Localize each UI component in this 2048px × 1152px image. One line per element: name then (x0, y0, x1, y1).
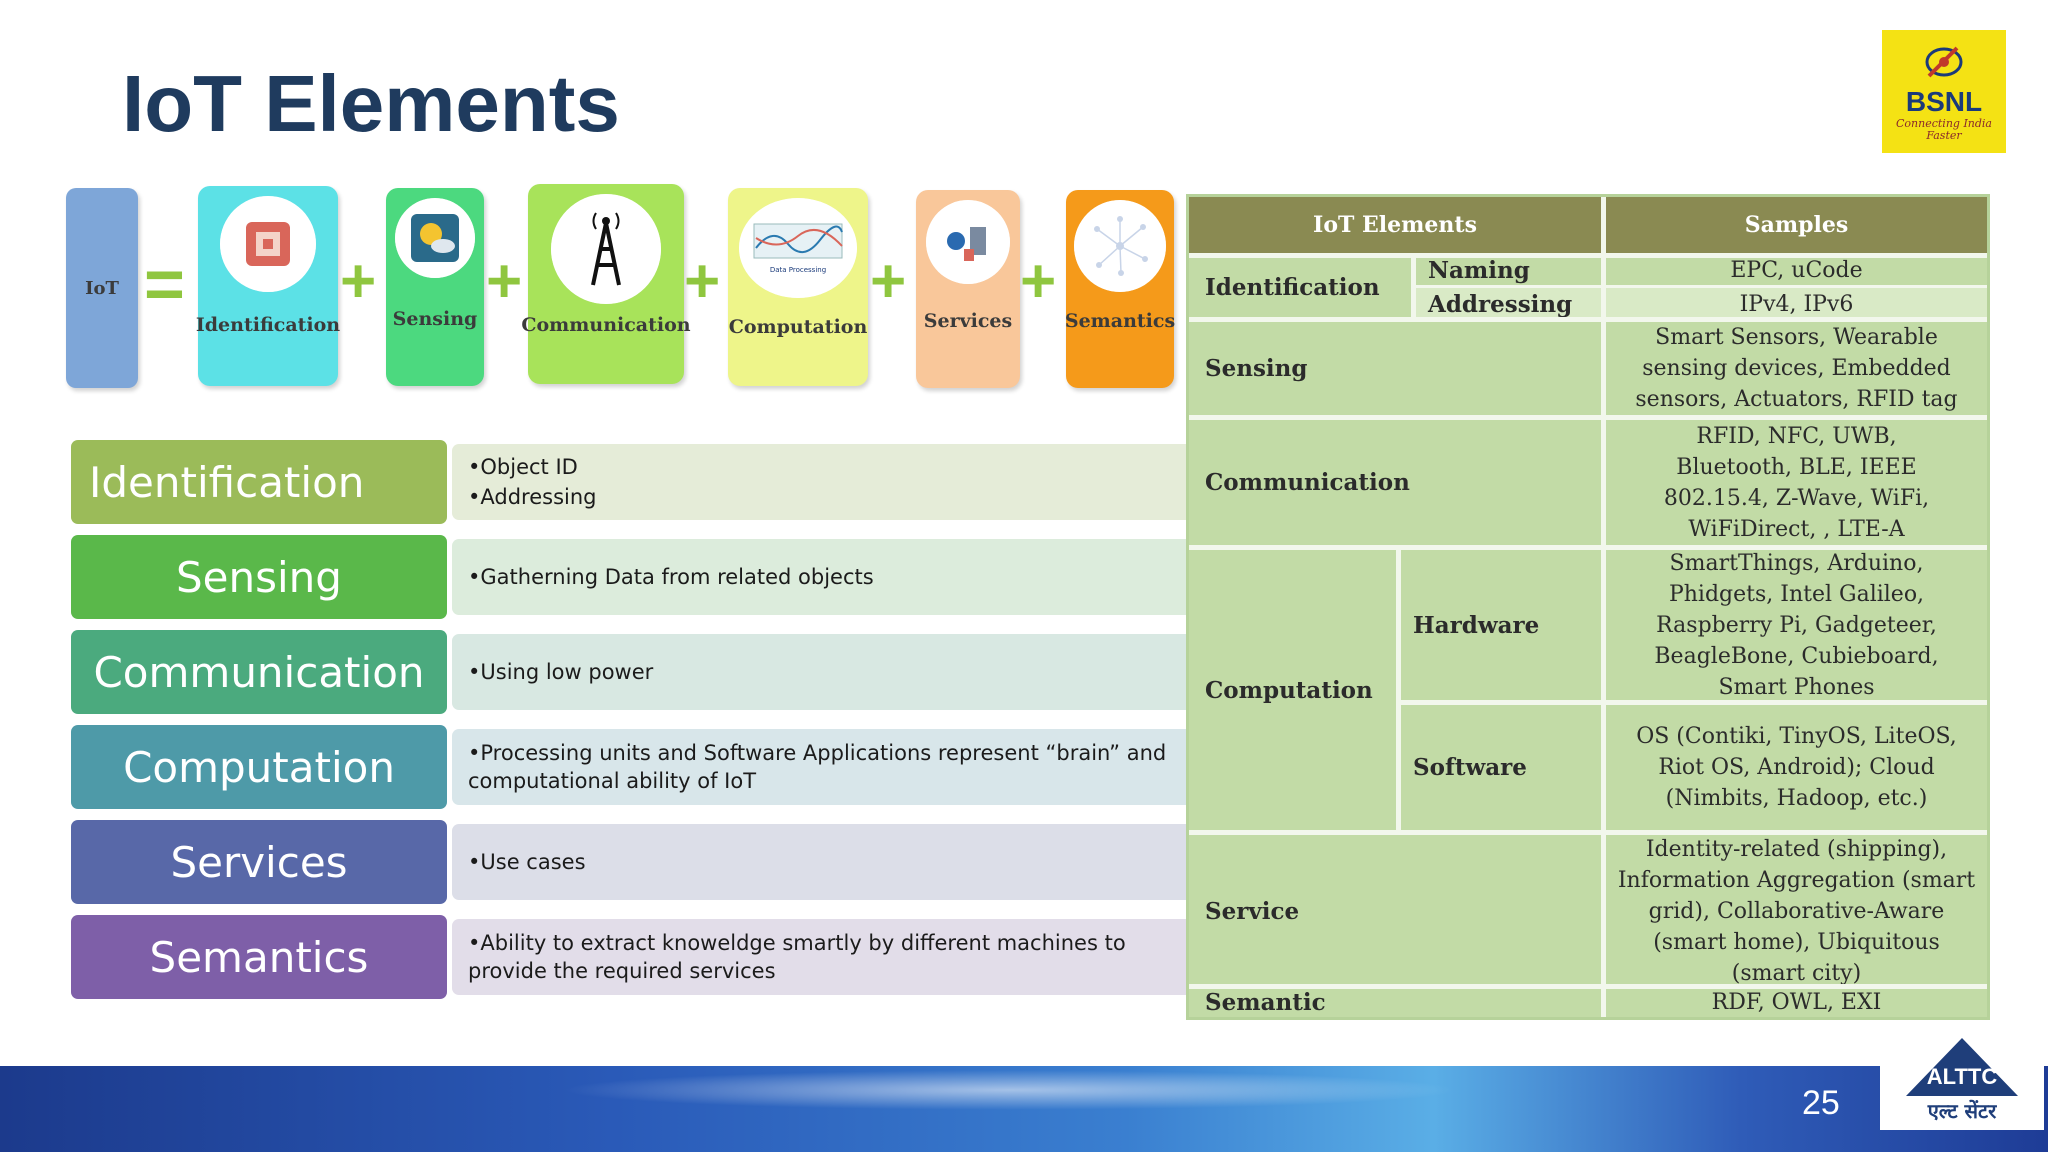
alttc-logo-hindi: एल्ट सेंटर (1927, 1099, 1997, 1123)
eq-services: Services (916, 190, 1020, 388)
iot-equation: IoT = Identification + Sensing + Communi… (66, 184, 1176, 390)
element-row-identification: Identification •Object ID •Addressing (71, 440, 1200, 524)
sub-naming: Naming (1428, 256, 1530, 284)
addressing-samples: IPv4, IPv6 (1606, 287, 1987, 321)
iot-box: IoT (66, 188, 138, 388)
element-name: Communication (71, 630, 447, 714)
element-description: •Object ID •Addressing (452, 444, 1200, 520)
row-identification: Identification (1205, 273, 1380, 301)
satellite-icon (1925, 46, 1963, 77)
table-header-samples: Samples (1606, 197, 1987, 253)
data-processing-icon: Data Processing (739, 198, 857, 298)
element-row-communication: Communication •Using low power (71, 630, 1200, 714)
naming-samples: EPC, uCode (1730, 257, 1863, 283)
table-divider (1189, 984, 1987, 989)
element-row-sensing: Sensing •Gatherning Data from related ob… (71, 535, 1200, 619)
bullet-item: •Gatherning Data from related objects (468, 565, 874, 589)
row-communication: Communication (1205, 469, 1410, 496)
sub-software: Software (1413, 754, 1527, 781)
bullet-item: •Addressing (468, 485, 597, 509)
plus-sign: + (1020, 247, 1057, 316)
table-divider (1396, 700, 1987, 705)
computation-icon-text: Data Processing (770, 266, 826, 274)
eq-identification-label: Identification (195, 314, 341, 336)
row-service: Service (1205, 897, 1300, 925)
weather-sensor-icon (395, 198, 475, 278)
element-name: Semantics (71, 915, 447, 999)
bsnl-logo: BSNL Connecting India Faster (1882, 30, 2006, 153)
element-row-semantics: Semantics •Ability to extract knoweldge … (71, 915, 1200, 999)
semantic-samples: RDF, OWL, EXI (1711, 989, 1882, 1015)
table-divider (1189, 545, 1987, 550)
element-name: Sensing (71, 535, 447, 619)
row-sensing: Sensing (1205, 354, 1308, 382)
element-description: •Ability to extract knoweldge smartly by… (452, 919, 1200, 995)
plus-sign: + (340, 247, 377, 316)
sensing-samples: Smart Sensors, Wearable sensing devices,… (1635, 324, 1958, 412)
iot-elements-table: IoT Elements Samples Identification Nami… (1186, 194, 1990, 1020)
software-samples: OS (Contiki, TinyOS, LiteOS, Riot OS, An… (1636, 724, 1957, 811)
element-description: •Using low power (452, 634, 1200, 710)
bsnl-tagline: Connecting India Faster (1896, 116, 1992, 142)
services-devices-icon (926, 200, 1010, 284)
bsnl-logo-text: BSNL (1905, 85, 1983, 117)
eq-semantics-label: Semantics (1064, 310, 1176, 332)
plus-sign: + (684, 247, 721, 316)
element-description: •Use cases (452, 824, 1200, 900)
eq-communication: Communication (521, 184, 691, 384)
bullet-item: •Use cases (468, 850, 586, 874)
element-name: Computation (71, 725, 447, 809)
alttc-triangle-icon (1906, 1038, 2018, 1096)
row-computation: Computation (1205, 676, 1373, 704)
plus-sign: + (486, 247, 523, 316)
communication-samples: RFID, NFC, UWB, Bluetooth, BLE, IEEE 802… (1663, 423, 1930, 542)
bullet-item: •Processing units and Software Applicati… (468, 741, 1167, 793)
table-divider (1396, 550, 1401, 830)
eq-computation: Data Processing Computation (728, 188, 868, 386)
row-semantic: Semantic (1205, 988, 1326, 1016)
equals-sign: = (144, 245, 185, 323)
table-divider (1189, 253, 1987, 258)
iot-box-label: IoT (85, 277, 119, 299)
bullet-item: •Object ID (468, 455, 578, 479)
service-samples: Identity-related (shipping), Information… (1617, 836, 1976, 986)
element-row-computation: Computation •Processing units and Softwa… (71, 725, 1200, 809)
table-divider (1189, 830, 1987, 835)
plus-sign: + (870, 247, 907, 316)
table-divider (1601, 197, 1606, 1017)
sub-addressing: Addressing (1416, 287, 1601, 321)
element-name: Services (71, 820, 447, 904)
element-description: •Processing units and Software Applicati… (452, 729, 1200, 805)
eq-semantics: Semantics (1064, 190, 1176, 388)
eq-sensing: Sensing (386, 188, 484, 386)
alttc-logo: ALTTC एल्ट सेंटर (1880, 1034, 2044, 1130)
element-description: •Gatherning Data from related objects (452, 539, 1200, 615)
bullet-item: •Ability to extract knoweldge smartly by… (468, 931, 1126, 983)
eq-sensing-label: Sensing (392, 308, 478, 330)
page-number: 25 (1802, 1084, 1840, 1122)
table-header-elements: IoT Elements (1189, 197, 1601, 253)
eq-identification: Identification (195, 186, 341, 386)
slide-title: IoT Elements (122, 59, 620, 148)
table-divider (1189, 317, 1987, 322)
sub-hardware: Hardware (1413, 611, 1540, 639)
eq-communication-label: Communication (521, 314, 691, 336)
element-row-services: Services •Use cases (71, 820, 1200, 904)
id-card-icon (220, 196, 316, 292)
hardware-samples: SmartThings, Arduino, Phidgets, Intel Ga… (1654, 550, 1939, 700)
eq-services-label: Services (923, 310, 1013, 332)
table-divider (1411, 285, 1987, 288)
footer-band-highlight (560, 1070, 1460, 1110)
table-divider (1189, 415, 1987, 420)
eq-computation-label: Computation (728, 316, 868, 338)
antenna-tower-icon (551, 194, 661, 304)
element-name: Identification (71, 440, 447, 524)
alttc-logo-text: ALTTC (1926, 1064, 1998, 1089)
network-graph-icon (1074, 200, 1166, 292)
bullet-item: •Using low power (468, 660, 654, 684)
